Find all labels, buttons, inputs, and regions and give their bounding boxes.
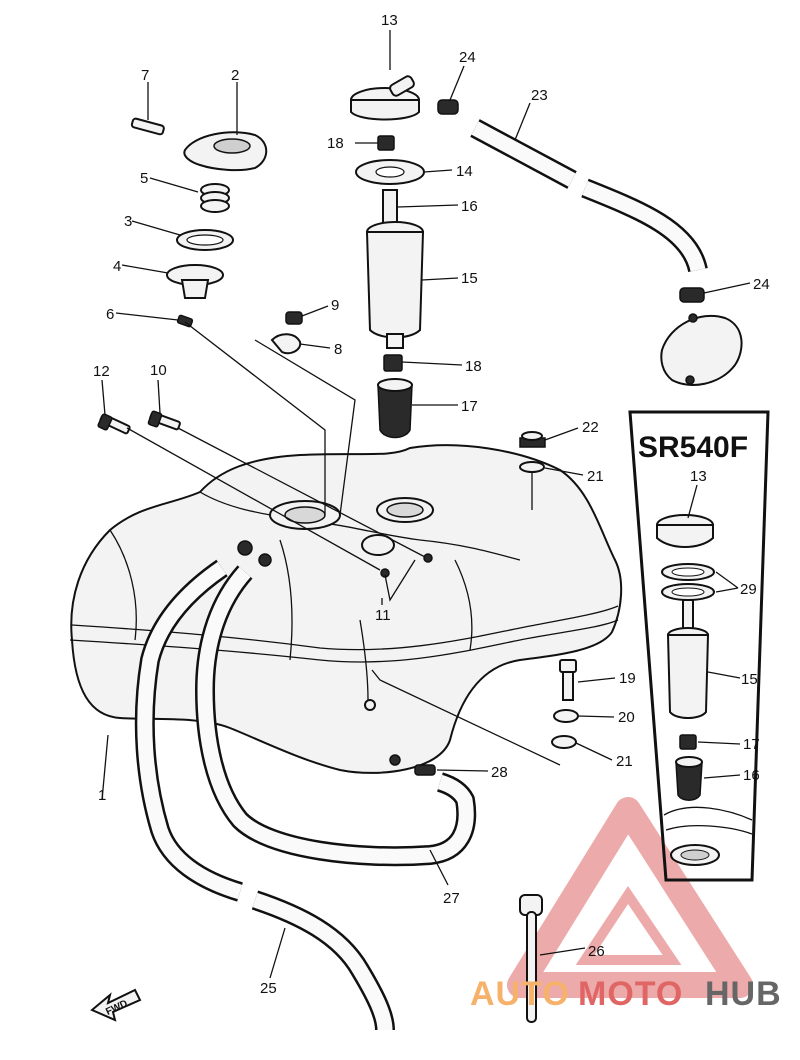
part-9-clip (285, 311, 303, 325)
callout-3: 3 (124, 213, 132, 230)
part-26-gauge-rod (519, 894, 543, 1023)
callout-13: 13 (381, 12, 398, 29)
part-6-screw (176, 314, 194, 328)
part-7-pin (130, 117, 165, 136)
part-21-washer-top (519, 461, 545, 473)
variant-part-13-cap (656, 514, 714, 548)
part-8-clamp (270, 333, 302, 355)
part-19-bolt (559, 659, 577, 701)
watermark-logo-triangle (507, 797, 753, 998)
callout-25: 25 (260, 980, 277, 997)
part-3-gasket (176, 229, 234, 251)
callout-27: 27 (443, 890, 460, 907)
callout-15: 15 (461, 270, 478, 287)
callout-2: 2 (231, 67, 239, 84)
part-14-gasket (355, 159, 425, 185)
watermark-auto: AUTO (470, 975, 570, 1013)
callout-15-variant: 15 (741, 671, 758, 688)
forward-direction-arrow: FWD (90, 988, 142, 1022)
part-5-spring (200, 183, 230, 213)
callout-21-top: 21 (587, 468, 604, 485)
part-10-bolt (147, 410, 181, 431)
part-20-washer (553, 709, 579, 723)
watermark-text: AUTO MOTO HUB (470, 975, 782, 1013)
callout-12: 12 (93, 363, 110, 380)
callout-11: 11 (375, 607, 391, 624)
callout-6: 6 (106, 306, 114, 323)
variant-panel-sr540f: SR540F (628, 410, 770, 882)
callout-23: 23 (531, 87, 548, 104)
callout-13-variant: 13 (690, 468, 707, 485)
callout-18-bottom: 18 (465, 358, 482, 375)
part-13-filler-cap (350, 75, 420, 121)
part-24-clamp-right (679, 287, 705, 303)
part-12-bolt (97, 413, 131, 435)
hose-23 (470, 119, 708, 273)
part-24-clamp-top (437, 99, 459, 115)
callout-5: 5 (140, 170, 148, 187)
part-15-pump-body (365, 221, 425, 349)
callout-24-right: 24 (753, 276, 770, 293)
variant-part-15-pump (666, 599, 710, 719)
callout-21-bottom: 21 (616, 753, 633, 770)
part-22-nut (519, 431, 546, 448)
variant-part-16-strainer (675, 756, 703, 801)
callout-16-variant: 16 (743, 767, 760, 784)
callout-22: 22 (582, 419, 599, 436)
callout-9: 9 (331, 297, 339, 314)
callout-19: 19 (619, 670, 636, 687)
callout-28: 28 (491, 764, 508, 781)
watermark-moto: MOTO (578, 975, 683, 1013)
cover-plate (660, 313, 743, 386)
part-18-fitting-top (377, 135, 395, 151)
callout-16: 16 (461, 198, 478, 215)
variant-title: SR540F (638, 431, 748, 464)
part-18-fitting-bottom (383, 354, 403, 372)
callout-4: 4 (113, 258, 121, 275)
leader-lines (101, 30, 751, 979)
callout-8: 8 (334, 341, 342, 358)
callout-10: 10 (150, 362, 167, 379)
part-2-cover (183, 131, 268, 172)
callout-26: 26 (588, 943, 605, 960)
callout-17-variant: 17 (743, 736, 760, 753)
variant-tank-section (663, 806, 753, 866)
callout-20: 20 (618, 709, 635, 726)
variant-part-17-fitting (679, 734, 697, 750)
callout-18-top: 18 (327, 135, 344, 152)
part-28-clip (414, 764, 436, 776)
watermark-hub: HUB (705, 975, 782, 1013)
callout-24-top: 24 (459, 49, 476, 66)
variant-part-29-gaskets (661, 563, 715, 601)
callout-labels: 1 2 3 4 5 6 7 8 9 10 11 12 13 14 15 16 1… (93, 12, 770, 997)
callout-17: 17 (461, 398, 478, 415)
hose-27 (195, 565, 477, 867)
part-21-washer-bottom (551, 735, 577, 749)
part-4-flange (166, 264, 224, 299)
callout-29: 29 (740, 581, 757, 598)
callout-7: 7 (141, 67, 149, 84)
hose-25 (134, 559, 395, 1031)
part-17-strainer (377, 378, 413, 439)
callout-1: 1 (98, 787, 106, 804)
callout-14: 14 (456, 163, 473, 180)
